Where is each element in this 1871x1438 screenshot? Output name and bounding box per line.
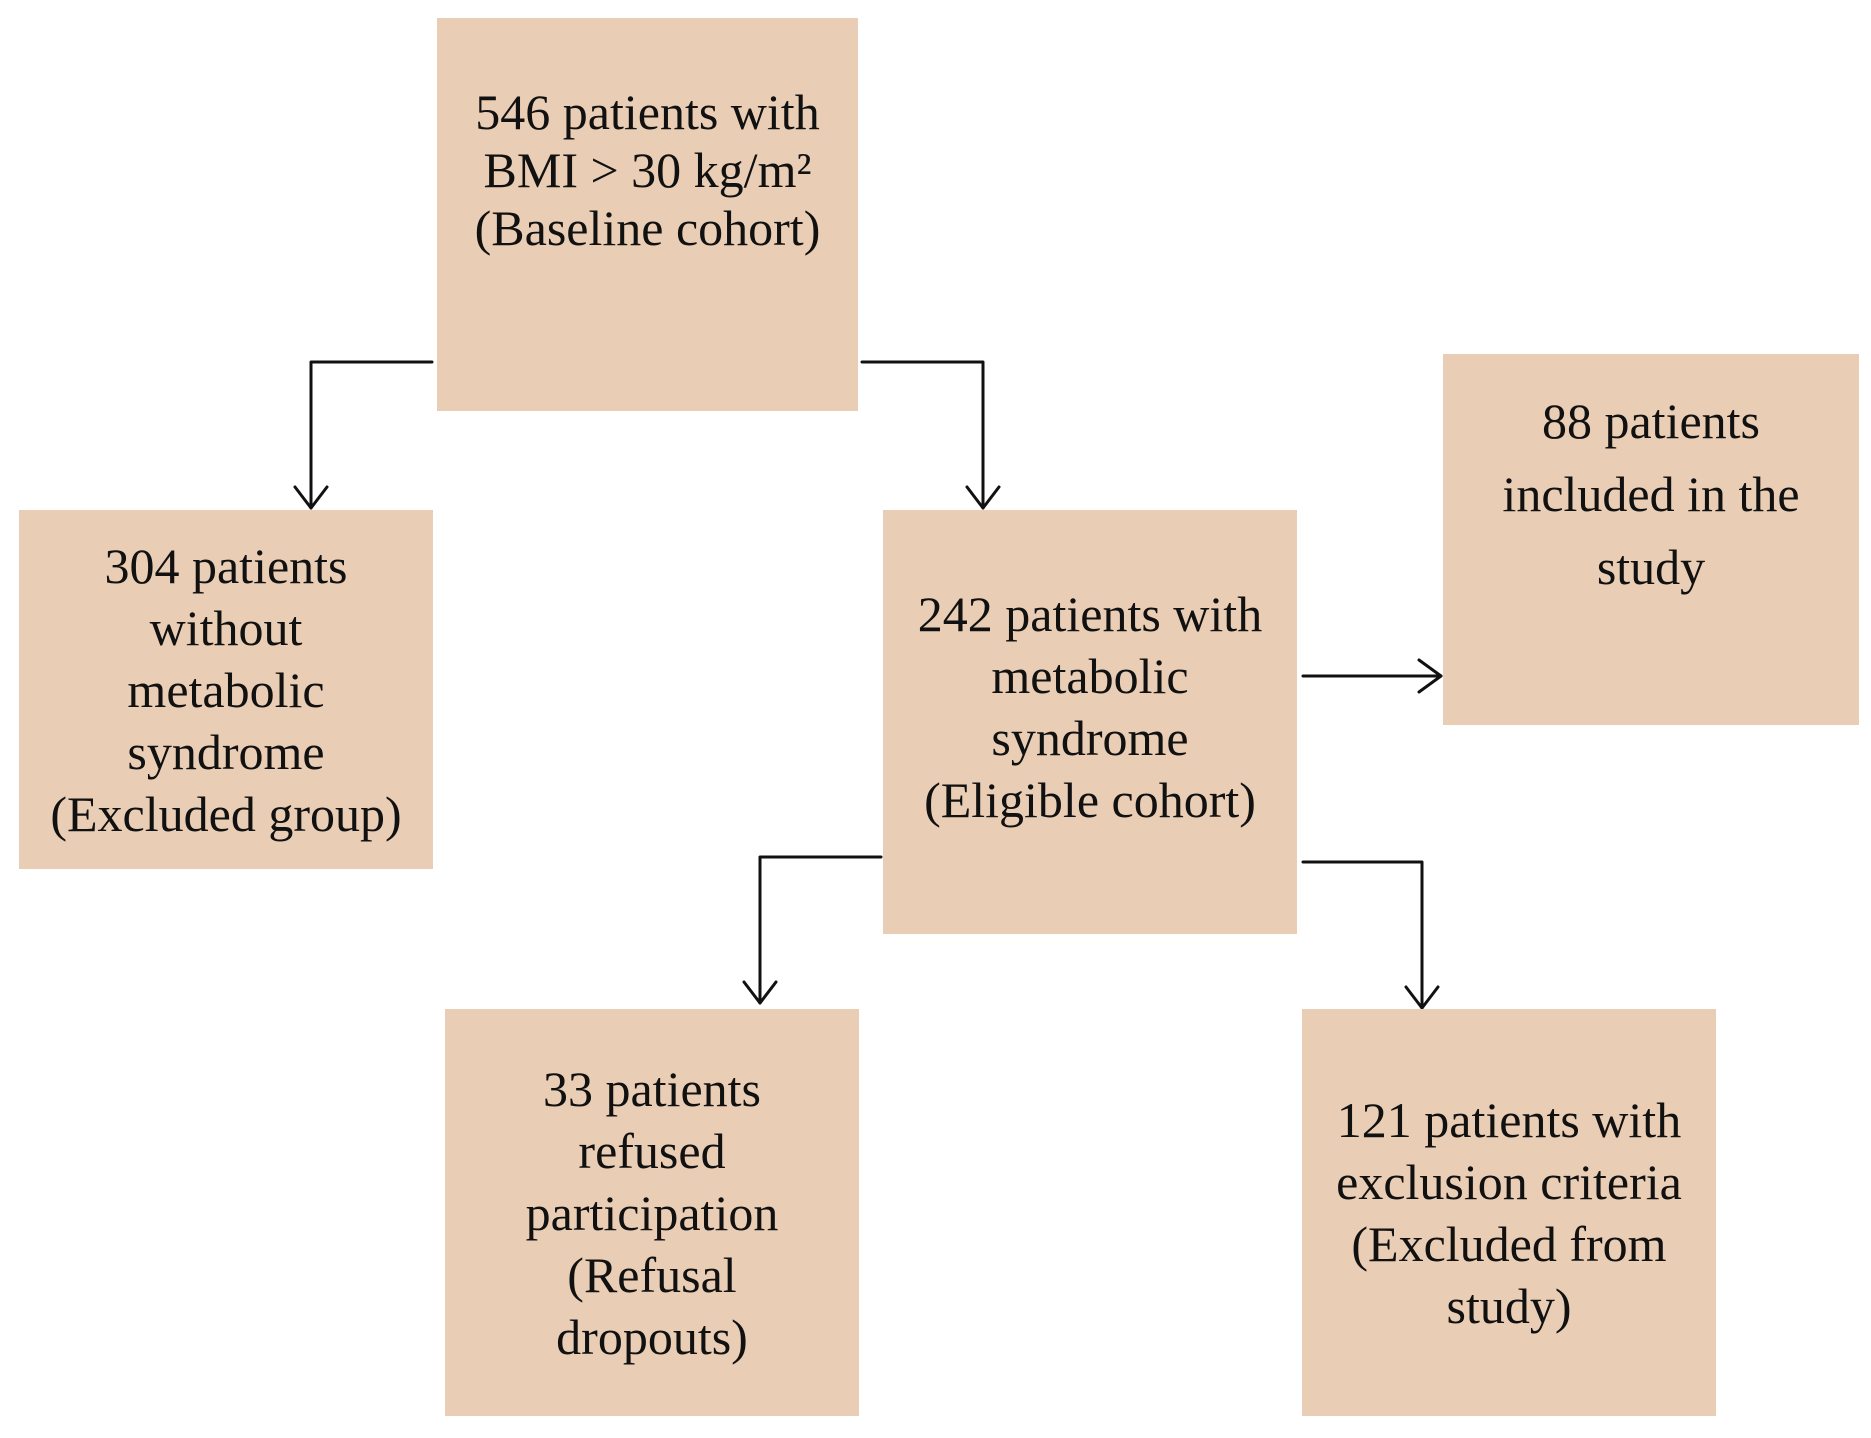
refusal-line-5: dropouts) — [556, 1308, 748, 1365]
arrow-eligible-to-included — [1301, 658, 1443, 694]
eligible-line-2: metabolic — [991, 648, 1189, 704]
arrow-eligible-to-exclusion — [1301, 860, 1440, 1010]
excluded-group-line-4: syndrome — [127, 723, 325, 780]
refusal-line-4: (Refusal — [567, 1246, 737, 1303]
baseline-line-2: BMI > 30 kg/m² — [483, 141, 812, 198]
exclusion-line-1: 121 patients with — [1336, 1091, 1682, 1148]
refusal-dropouts-box: 33 patients refused participation (Refus… — [445, 1009, 859, 1416]
baseline-line-1: 546 patients with — [475, 83, 820, 140]
excluded-group-line-3: metabolic — [127, 661, 325, 718]
arrow-baseline-to-eligible — [860, 360, 1001, 510]
baseline-cohort-box: 546 patients with BMI > 30 kg/m² (Baseli… — [437, 18, 858, 411]
eligible-line-1: 242 patients with — [917, 586, 1263, 642]
exclusion-criteria-box: 121 patients with exclusion criteria (Ex… — [1302, 1009, 1716, 1416]
refusal-line-3: participation — [525, 1184, 779, 1241]
eligible-line-3: syndrome — [991, 710, 1189, 766]
refusal-dropouts-text: 33 patients refused participation (Refus… — [526, 1058, 779, 1368]
baseline-cohort-text: 546 patients with BMI > 30 kg/m² (Baseli… — [475, 83, 821, 257]
included-study-text: 88 patients included in the study — [1502, 385, 1799, 604]
eligible-line-4: (Eligible cohort) — [924, 772, 1256, 828]
eligible-cohort-text: 242 patients with metabolic syndrome (El… — [918, 583, 1262, 831]
eligible-cohort-box: 242 patients with metabolic syndrome (El… — [883, 510, 1297, 934]
baseline-line-3: (Baseline cohort) — [474, 199, 821, 256]
excluded-group-text: 304 patients without metabolic syndrome … — [50, 535, 401, 845]
exclusion-line-2: exclusion criteria — [1336, 1153, 1682, 1210]
refusal-line-2: refused — [578, 1122, 726, 1179]
exclusion-line-4: study) — [1446, 1277, 1572, 1334]
arrow-baseline-to-excluded-group — [293, 360, 434, 510]
refusal-line-1: 33 patients — [542, 1060, 762, 1117]
included-study-box: 88 patients included in the study — [1443, 354, 1859, 725]
included-line-2: included in the — [1502, 466, 1800, 522]
included-line-1: 88 patients — [1541, 393, 1761, 449]
arrow-eligible-to-refusal — [742, 855, 883, 1005]
excluded-group-line-1: 304 patients — [104, 537, 348, 594]
excluded-group-box: 304 patients without metabolic syndrome … — [19, 510, 433, 869]
excluded-group-line-5: (Excluded group) — [50, 785, 402, 842]
included-line-3: study — [1596, 539, 1706, 595]
exclusion-criteria-text: 121 patients with exclusion criteria (Ex… — [1336, 1089, 1682, 1337]
exclusion-line-3: (Excluded from — [1351, 1215, 1667, 1272]
excluded-group-line-2: without — [149, 599, 303, 656]
